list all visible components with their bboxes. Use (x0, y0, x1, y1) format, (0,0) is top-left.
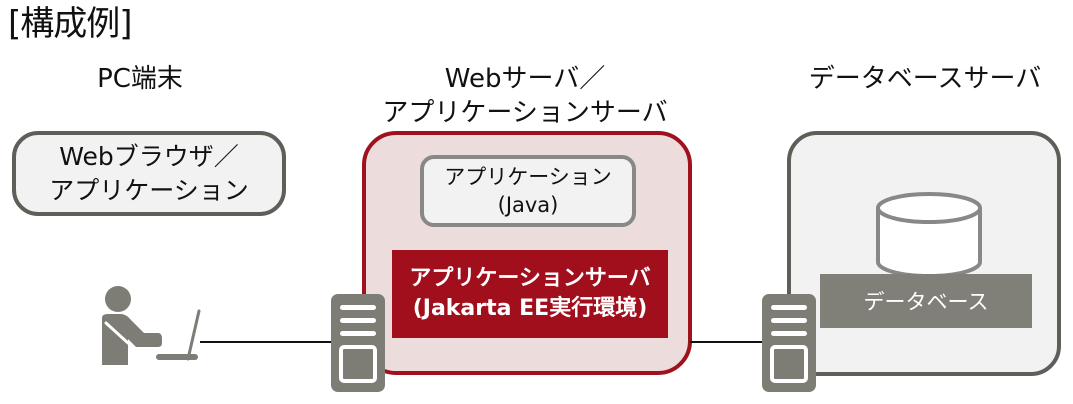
application-server-block: アプリケーションサーバ (Jakarta EE実行環境) (392, 250, 668, 338)
web-server-label: Webサーバ／ アプリケーションサーバ (360, 62, 690, 130)
java-application-box: アプリケーション (Java) (420, 155, 636, 227)
browser-label-line1: Webブラウザ／ (59, 141, 239, 171)
web-server-icon (331, 294, 385, 392)
page-title: [構成例] (8, 4, 133, 44)
web-server-label-line2: アプリケーションサーバ (382, 98, 668, 128)
web-server-label-line1: Webサーバ／ (444, 64, 606, 94)
database-cylinder-icon (876, 192, 982, 278)
browser-label-line2: アプリケーション (49, 175, 249, 205)
web-browser-box: Webブラウザ／ アプリケーション (12, 131, 286, 216)
java-label: (Java) (497, 193, 559, 217)
jakarta-ee-label: (Jakarta EE実行環境) (412, 296, 648, 321)
db-server-label: データベースサーバ (808, 64, 1042, 94)
user-laptop-icon (102, 286, 201, 365)
db-server-icon (762, 294, 816, 392)
connection-line-pc-web (200, 341, 332, 343)
connection-line-web-db (690, 341, 764, 343)
appserver-label: アプリケーションサーバ (409, 266, 651, 291)
pc-terminal-label: PC端末 (97, 64, 183, 94)
database-label-block: データベース (820, 274, 1032, 328)
application-label: アプリケーション (444, 165, 612, 189)
